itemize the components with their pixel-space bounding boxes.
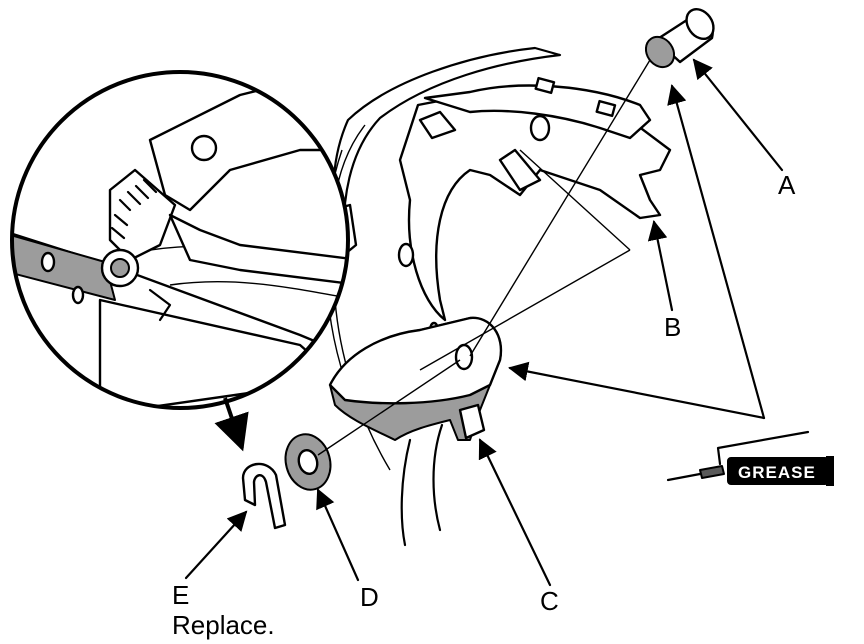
label-e-note: Replace. — [172, 610, 275, 640]
label-b: B — [664, 312, 681, 342]
pivot-pin — [644, 7, 715, 69]
grease-gun-icon: GREASE — [666, 430, 834, 486]
detail-magnifier — [10, 70, 350, 410]
leader-lines — [184, 58, 784, 587]
label-a: A — [778, 170, 796, 200]
assembly-lines — [317, 59, 651, 456]
grease-label: GREASE — [738, 463, 816, 482]
label-c: C — [540, 586, 559, 616]
u-clip — [241, 462, 287, 530]
parking-brake-lever — [328, 316, 503, 441]
brake-shoe — [325, 46, 672, 547]
label-e: E — [172, 580, 189, 610]
wave-washer — [284, 433, 332, 491]
label-d: D — [360, 582, 379, 612]
